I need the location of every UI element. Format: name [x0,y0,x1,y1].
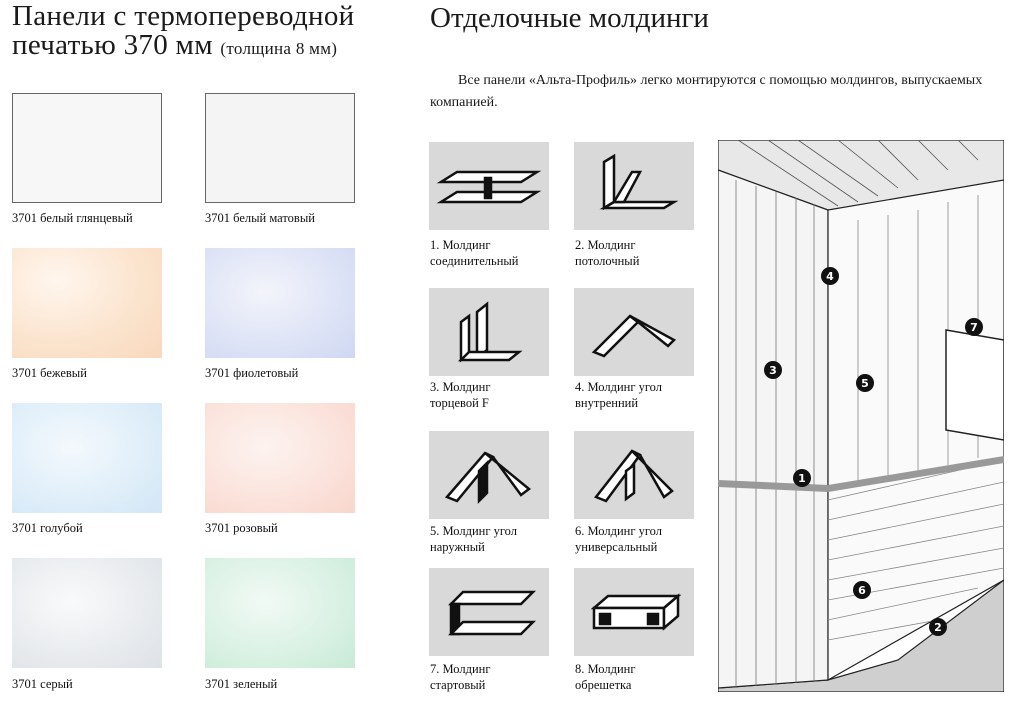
swatch-green [205,558,355,668]
marker-1: 1 [798,472,806,485]
room-installation-diagram: 1 2 3 4 5 6 7 [717,139,1005,693]
swatch-label: 3701 белый глянцевый [12,211,133,225]
molding-caption-line2: соединительный [430,254,519,268]
marker-5: 5 [861,377,869,390]
molding-caption-line2: потолочный [575,254,640,268]
marker-3: 3 [769,364,777,377]
molding-caption: 8. Молдинг обрешетка [575,661,705,693]
universal-corner-molding-icon [574,431,694,519]
panels-title-line2-row: печатью 370 мм (толщина 8 мм) [12,31,402,63]
swatch-pink [205,403,355,513]
molding-caption: 7. Молдинг стартовый [430,661,560,693]
molding-caption-line1: 8. Молдинг [575,662,636,676]
molding-caption-line1: 1. Молдинг [430,238,491,252]
molding-caption-line2: стартовый [430,678,486,692]
molding-caption: 4. Молдинг угол внутренний [575,379,705,411]
panels-title-line2: печатью 370 мм [12,29,213,61]
panels-title-note: (толщина 8 мм) [220,39,338,58]
swatch-label: 3701 фиолетовый [205,366,299,380]
molding-caption: 6. Молдинг угол универсальный [575,523,705,555]
molding-caption-line2: универсальный [575,540,658,554]
swatch-white-gloss [12,93,162,203]
molding-caption: 5. Молдинг угол наружный [430,523,560,555]
moldings-title: Отделочные молдинги [430,2,709,34]
swatch-beige [12,248,162,358]
molding-caption-line1: 6. Молдинг угол [575,524,663,538]
starter-molding-icon [429,568,549,656]
batten-molding-icon [574,568,694,656]
molding-caption: 2. Молдинг потолочный [575,237,705,269]
swatch-label: 3701 бежевый [12,366,87,380]
swatch-gray [12,558,162,668]
molding-caption-line1: 4. Молдинг угол [575,380,663,394]
molding-caption-line2: обрешетка [575,678,632,692]
outer-corner-molding-icon [429,431,549,519]
marker-2: 2 [934,621,942,634]
molding-caption: 3. Молдинг торцевой F [430,379,560,411]
marker-6: 6 [858,584,866,597]
marker-7: 7 [970,321,978,334]
molding-caption-line2: внутренний [575,396,639,410]
panels-title-line1: Панели с термопереводной [12,0,355,32]
swatch-blue [12,403,162,513]
swatch-label: 3701 голубой [12,521,83,535]
swatch-label: 3701 серый [12,677,73,691]
swatch-label: 3701 белый матовый [205,211,315,225]
molding-caption: 1. Молдинг соединительный [430,237,560,269]
connecting-molding-icon [429,142,549,230]
moldings-intro: Все панели «Альта-Профиль» легко монтиру… [430,73,983,110]
molding-caption-line1: 5. Молдинг угол [430,524,518,538]
ceiling-molding-icon [574,142,694,230]
swatch-label: 3701 розовый [205,521,278,535]
swatch-violet [205,248,355,358]
end-f-molding-icon [429,288,549,376]
molding-caption-line2: наружный [430,540,485,554]
swatch-label: 3701 зеленый [205,677,278,691]
molding-caption-line1: 3. Молдинг [430,380,491,394]
molding-caption-line1: 2. Молдинг [575,238,636,252]
molding-caption-line1: 7. Молдинг [430,662,491,676]
marker-4: 4 [826,270,834,283]
panels-title: Панели с термопереводной печатью 370 мм … [12,2,402,63]
inner-corner-molding-icon [574,288,694,376]
swatch-white-matte [205,93,355,203]
molding-caption-line2: торцевой F [430,396,489,410]
